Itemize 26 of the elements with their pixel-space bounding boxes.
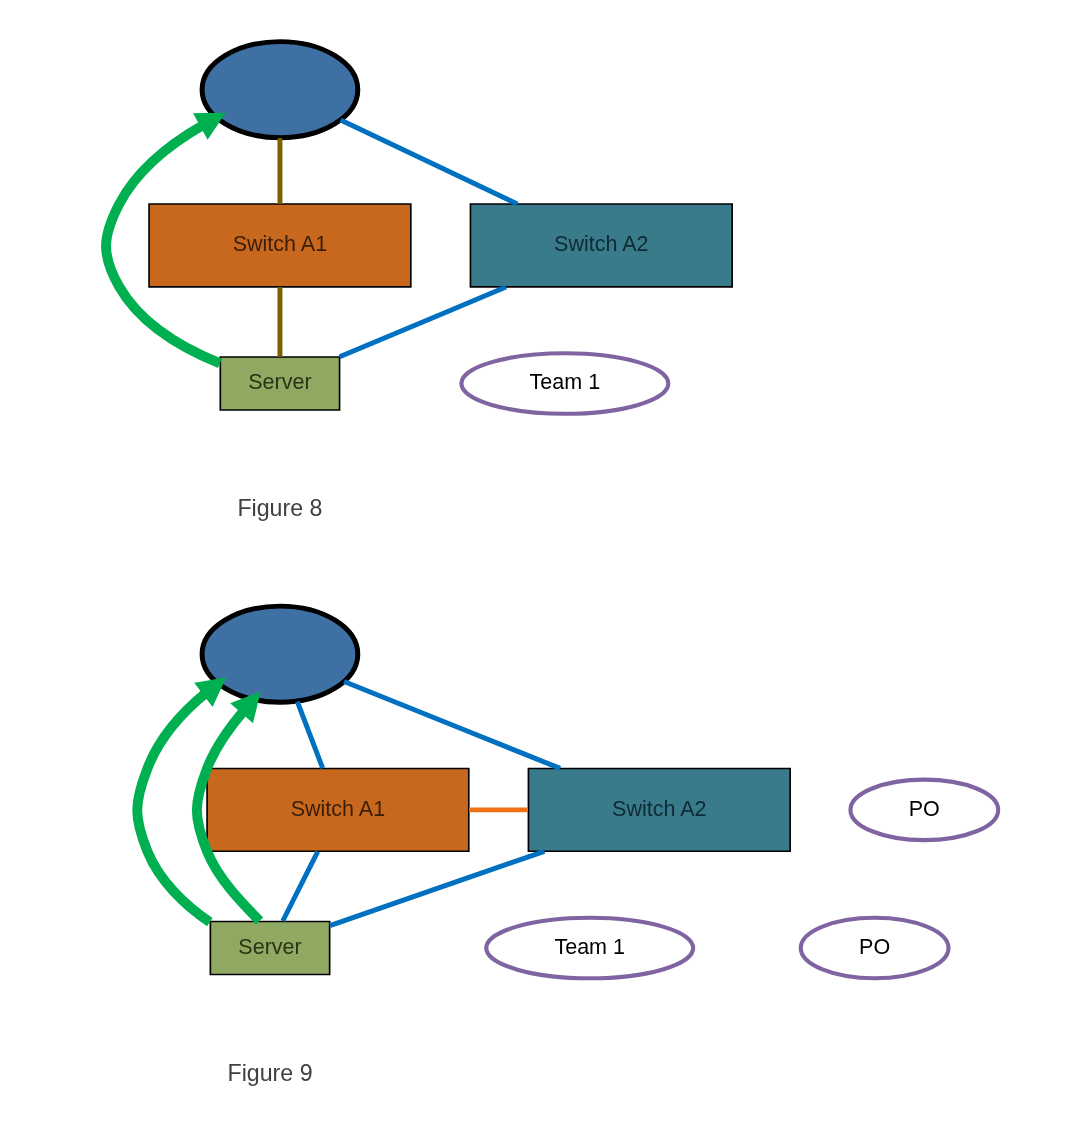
connector <box>468 807 528 813</box>
node-box: Server <box>219 356 340 411</box>
connector <box>328 849 545 928</box>
node-box: Server <box>209 920 330 976</box>
node-cloud <box>199 603 360 705</box>
connector <box>342 679 561 771</box>
node-cloud <box>199 39 360 141</box>
connector <box>276 138 282 204</box>
node-box: Switch A1 <box>147 203 412 288</box>
connector <box>294 700 325 770</box>
node-box: Switch A2 <box>469 203 733 288</box>
arrow <box>191 691 263 925</box>
connector <box>276 287 282 357</box>
connector <box>339 117 518 207</box>
arrow <box>100 112 226 368</box>
label: Figure 8 <box>236 495 322 522</box>
label: Figure 9 <box>226 1059 313 1086</box>
node-box: Switch A1 <box>205 767 470 853</box>
node-ellipse: Team 1 <box>483 915 695 981</box>
connector <box>280 850 320 923</box>
node-ellipse: PO <box>798 915 951 981</box>
node-ellipse: PO <box>847 777 1000 843</box>
arrow <box>131 677 226 927</box>
node-box: Switch A2 <box>527 767 791 853</box>
connector <box>338 284 507 360</box>
node-ellipse: Team 1 <box>458 351 670 416</box>
